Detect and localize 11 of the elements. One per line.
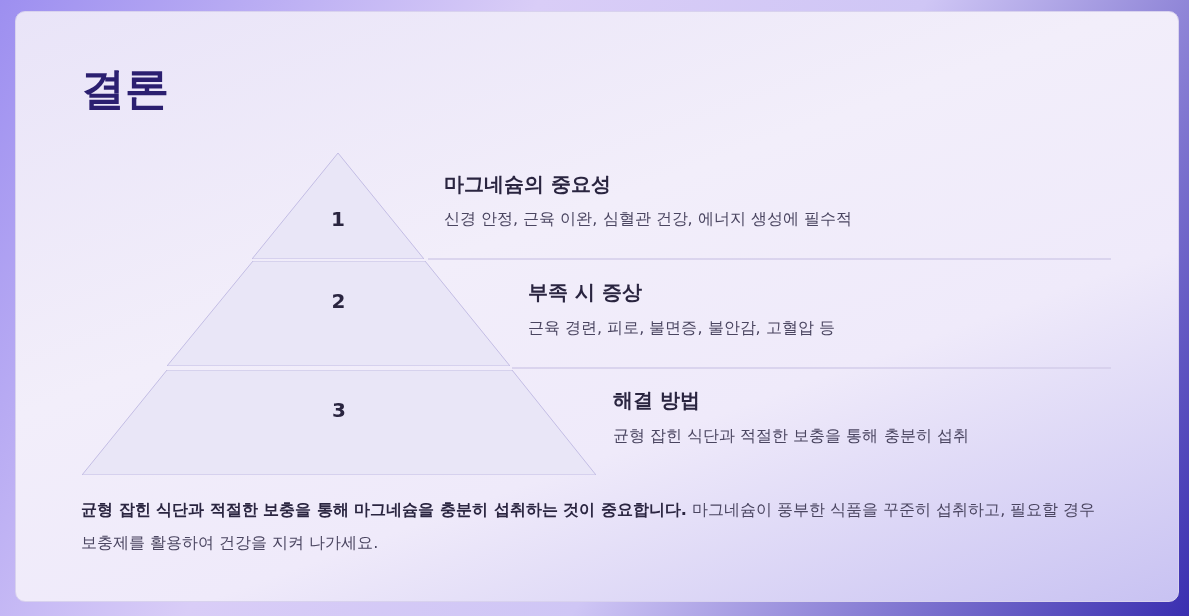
layer-number: 3 (331, 398, 347, 422)
section-heading: 마그네슘의 중요성 (444, 171, 611, 198)
summary-paragraph: 균형 잡힌 식단과 적절한 보충을 통해 마그네슘을 충분히 섭취하는 것이 중요합니다. 마그네슘이 풍부한 식품을 꾸준히 섭취하고, 필요할 경우 보충제를 활용하여 건강을 지켜 나가세요. (81, 499, 1097, 554)
layer-number: 1 (330, 207, 346, 231)
section-description: 근육 경련, 피로, 불면증, 불안감, 고혈압 등 (528, 318, 835, 339)
section-heading: 해결 방법 (613, 387, 700, 414)
layer-number: 2 (330, 289, 347, 313)
section-description: 균형 잡힌 식단과 적절한 보충을 통해 충분히 섭취 (613, 426, 969, 447)
section-description: 신경 안정, 근육 이완, 심혈관 건강, 에너지 생성에 필수적 (444, 209, 852, 230)
title: 결론 (81, 62, 169, 116)
section-heading: 부족 시 증상 (528, 279, 642, 306)
